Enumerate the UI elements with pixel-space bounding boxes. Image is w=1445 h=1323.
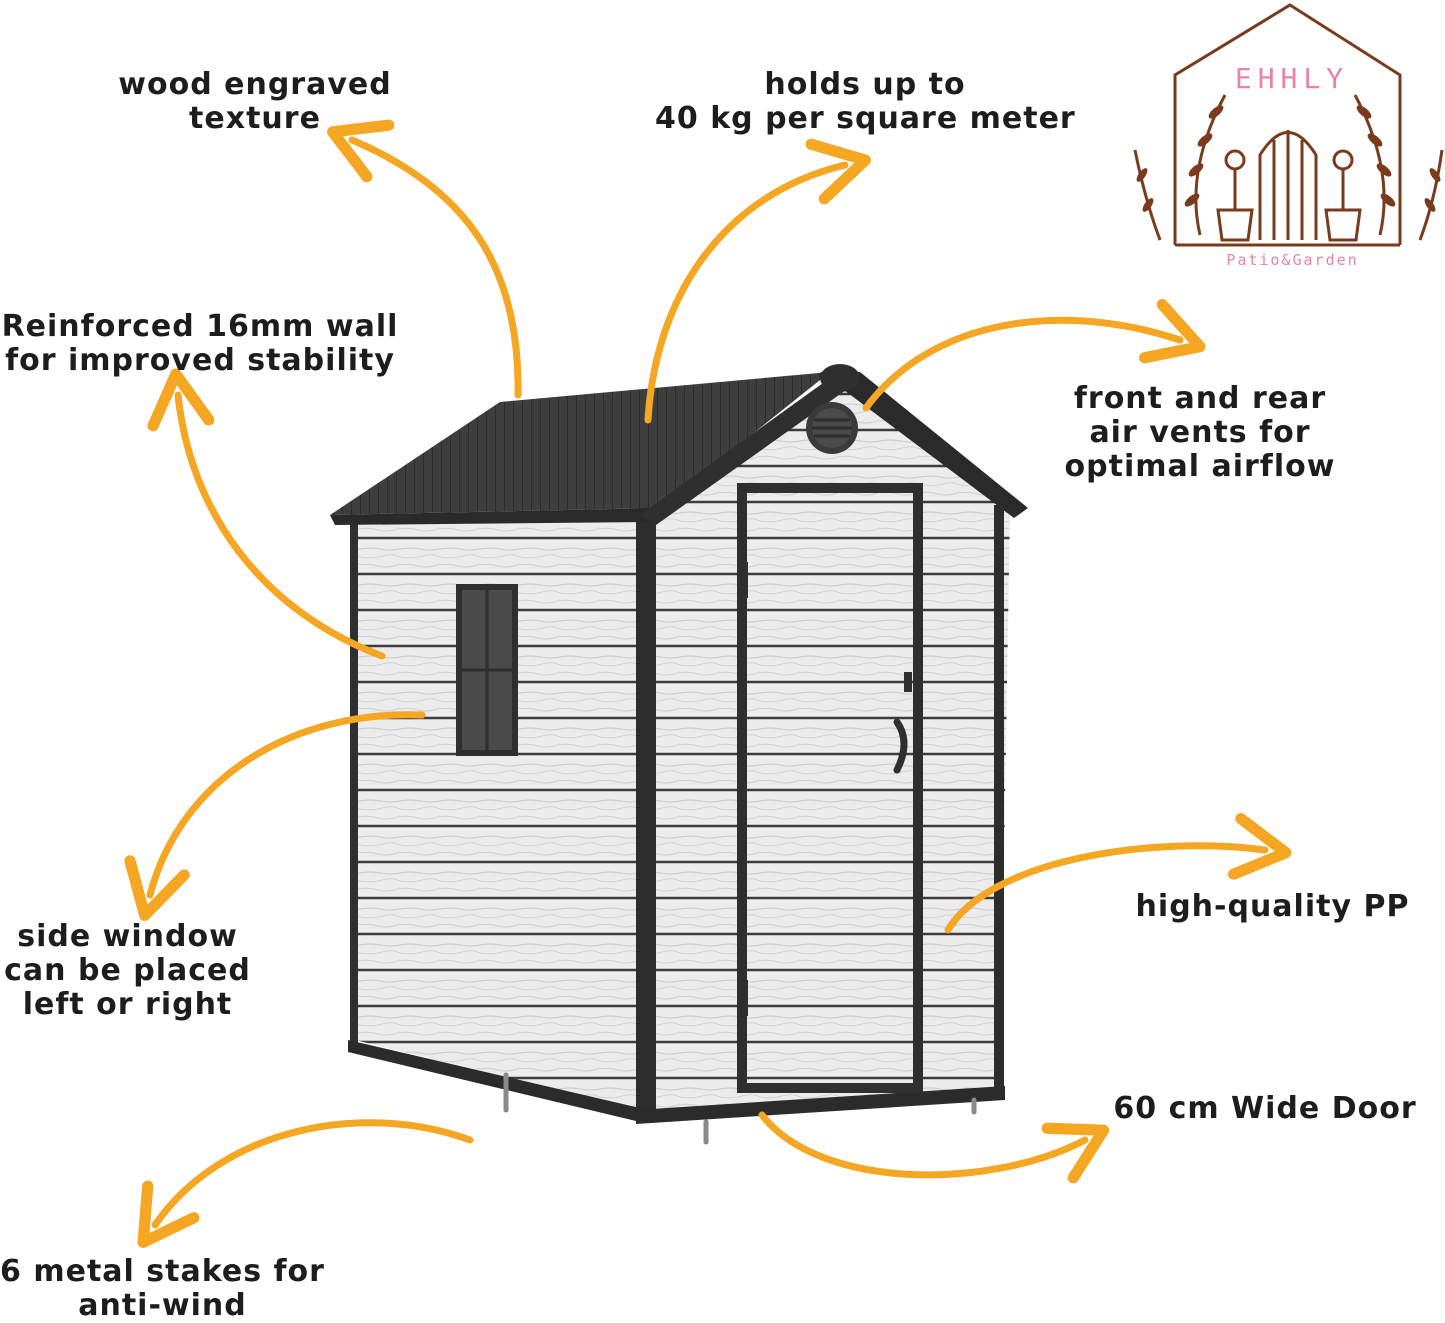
arrow-wood-texture (327, 119, 522, 399)
feature-vents-line: air vents for (1089, 415, 1311, 450)
feature-wood-texture-line: wood engraved (118, 67, 392, 102)
feature-stakes: 6 metal stakes for anti-wind (0, 1255, 325, 1323)
feature-material: high-quality PP (1125, 890, 1420, 924)
feature-air-vents: front and rear air vents for optimal air… (1055, 382, 1345, 484)
feature-window-line: side window (17, 919, 238, 954)
feature-stakes-line: 6 metal stakes for (0, 1254, 325, 1289)
feature-wall-line: for improved stability (5, 343, 395, 378)
feature-vents-line: optimal airflow (1064, 449, 1336, 484)
door (737, 483, 923, 1093)
arrow-vents (862, 298, 1206, 412)
shed-side-wall (348, 512, 640, 1122)
arrow-load (644, 138, 872, 424)
feature-side-window: side window can be placed left or right (0, 920, 255, 1022)
feature-vents-line: front and rear (1073, 381, 1327, 416)
feature-wall: Reinforced 16mm wall for improved stabil… (0, 310, 400, 378)
arrow-stakes (137, 1119, 474, 1248)
feature-material-line: high-quality PP (1135, 889, 1410, 924)
feature-wall-line: Reinforced 16mm wall (1, 309, 399, 344)
feature-door: 60 cm Wide Door (1110, 1092, 1420, 1126)
feature-wood-texture: wood engraved texture (115, 68, 395, 136)
feature-window-line: can be placed (4, 953, 251, 988)
feature-wood-texture-line: texture (189, 101, 321, 136)
metal-stakes (503, 1072, 977, 1145)
feature-stakes-line: anti-wind (78, 1288, 247, 1323)
side-window (456, 584, 518, 756)
brand-logo (1133, 3, 1444, 247)
brand-name: EHHLY (1234, 62, 1350, 95)
feature-load-capacity: holds up to 40 kg per square meter (655, 68, 1075, 136)
arrow-door (758, 1111, 1110, 1184)
air-vent (806, 402, 858, 454)
arrow-wall (147, 368, 386, 660)
feature-load-line: holds up to (764, 67, 966, 102)
arrow-window (124, 711, 426, 921)
brand-tagline: Patio&Garden (1226, 251, 1359, 269)
feature-window-line: left or right (22, 987, 233, 1022)
feature-load-line: 40 kg per square meter (655, 101, 1076, 136)
roof (330, 364, 1028, 525)
feature-door-line: 60 cm Wide Door (1113, 1091, 1417, 1126)
arrow-material (944, 813, 1292, 934)
